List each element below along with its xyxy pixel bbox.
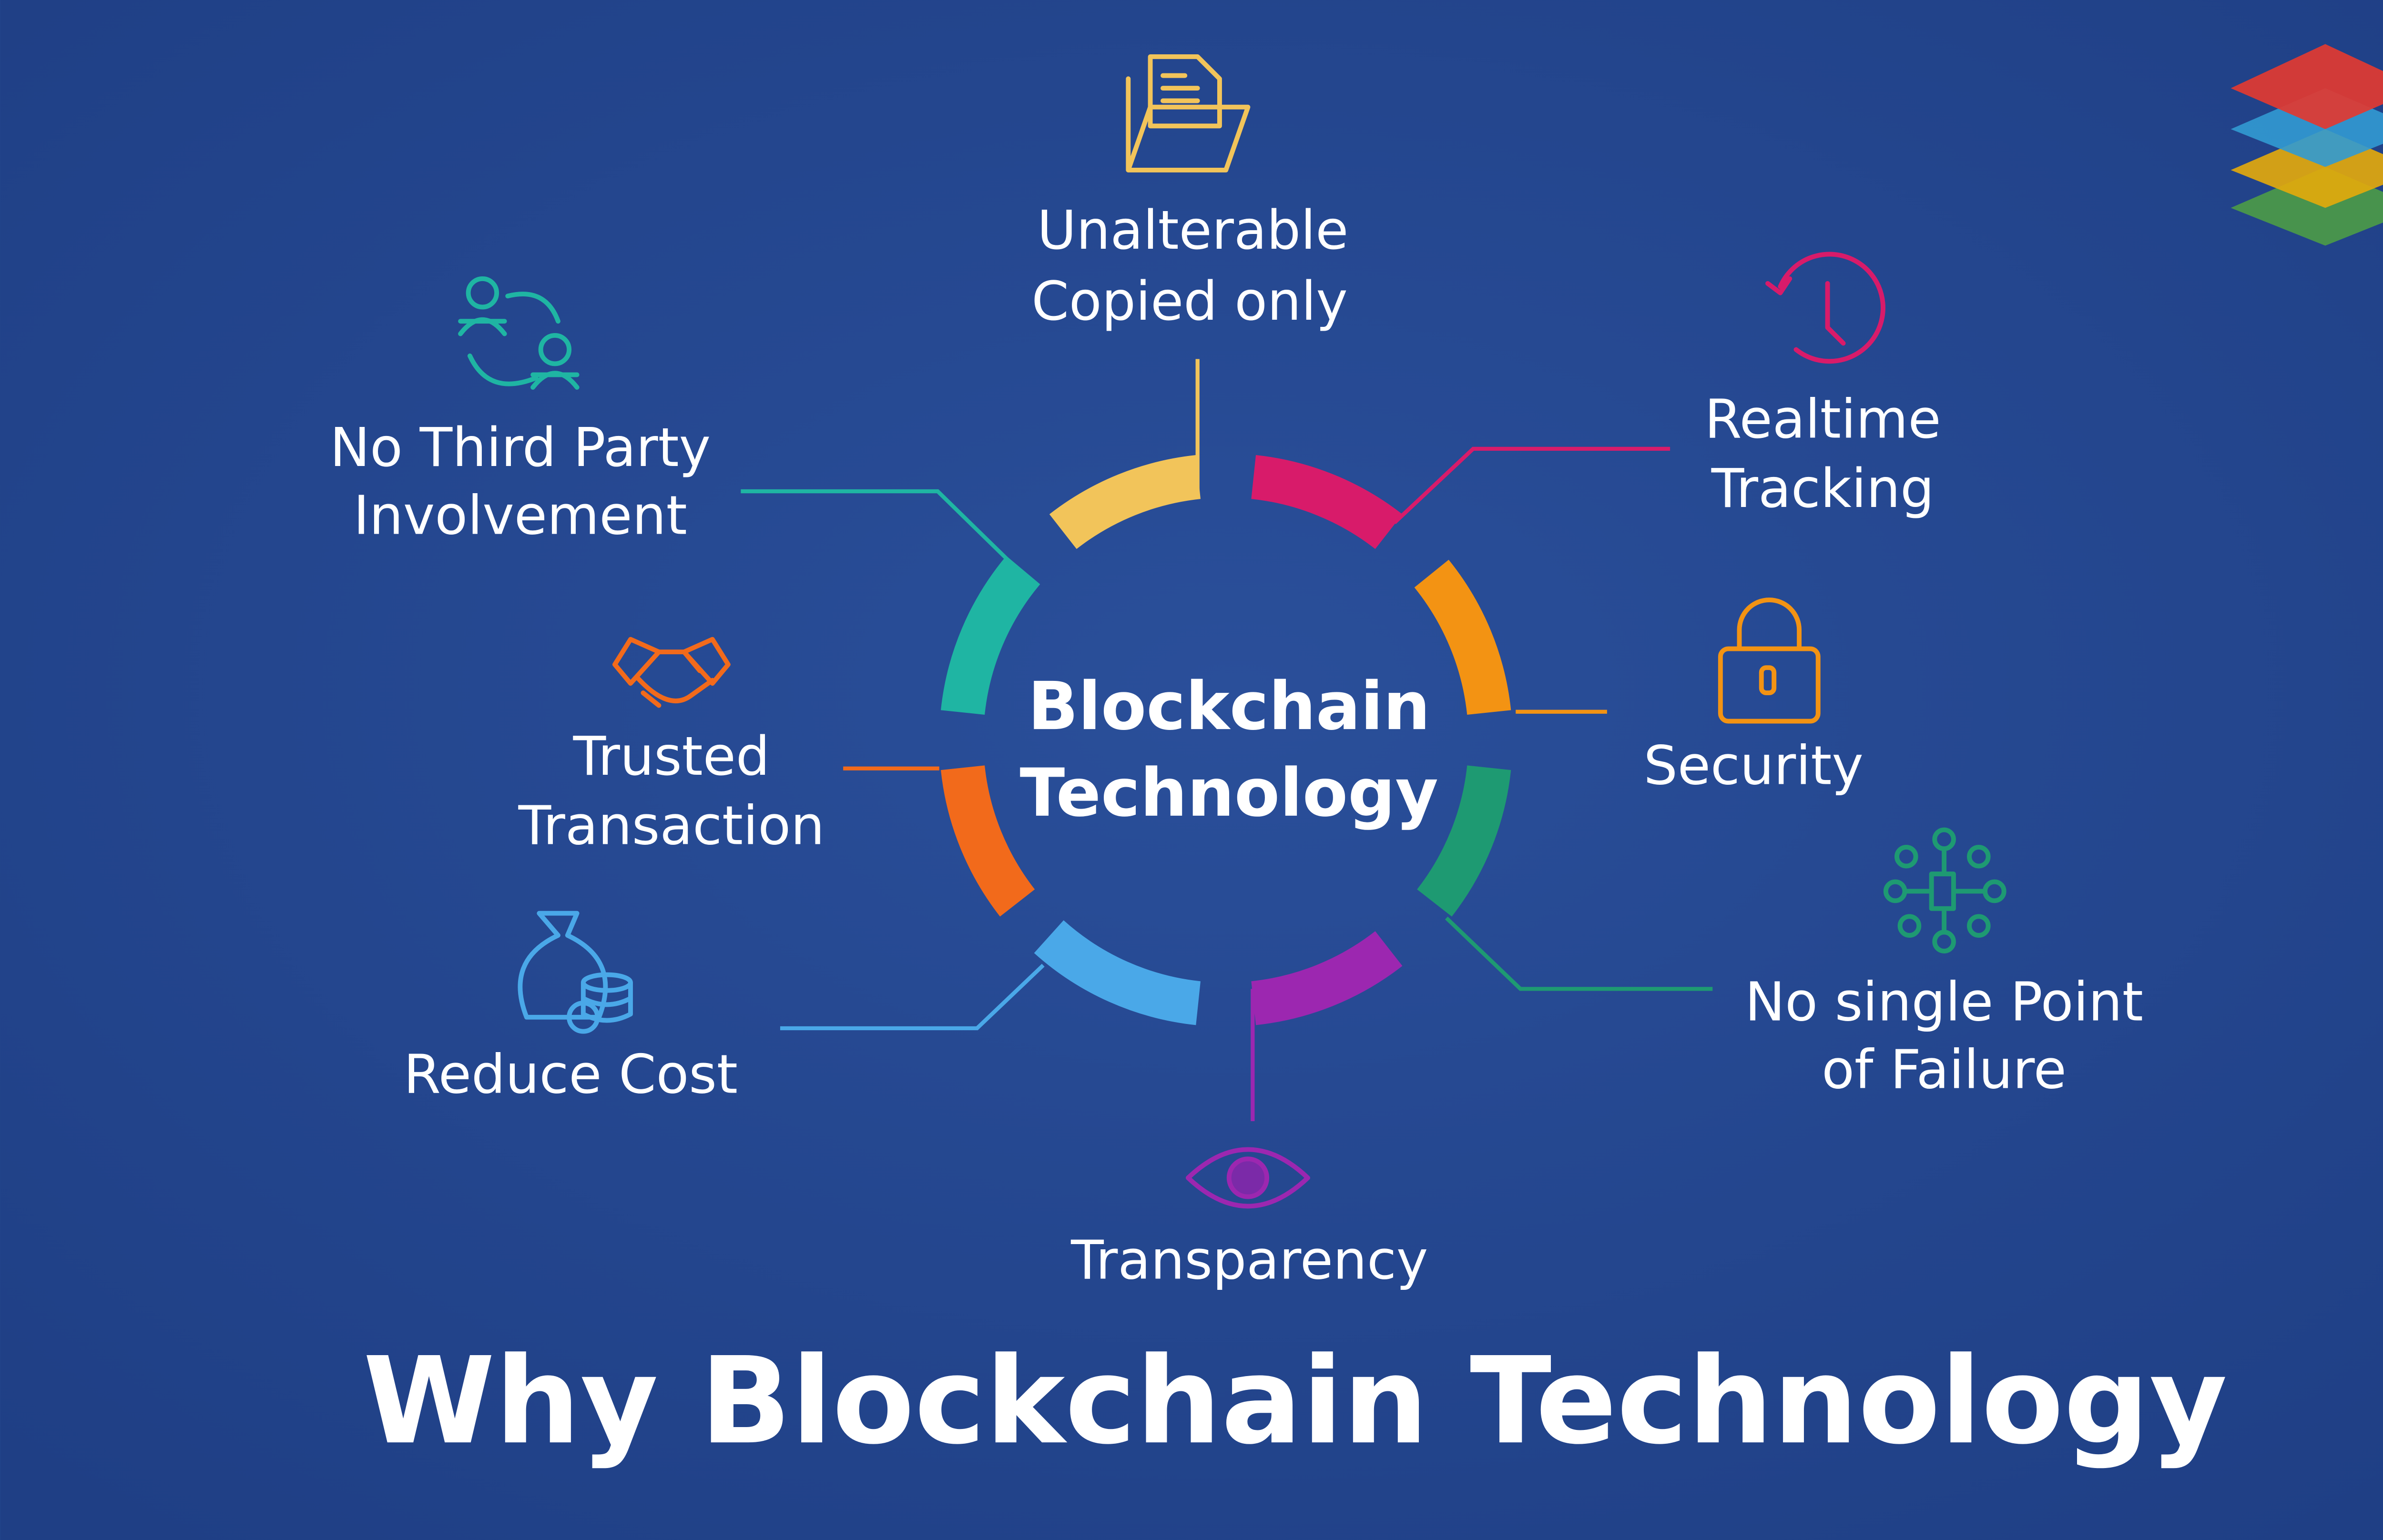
label-trusted: Trusted <box>573 726 770 788</box>
feature-transparency: Transparency <box>1070 1147 1428 1291</box>
label-security: Security <box>1644 735 1864 797</box>
label-transparency: Transparency <box>1070 1229 1428 1291</box>
label-transaction: Transaction <box>518 795 825 857</box>
arc-realtime-tracking <box>1251 455 1403 549</box>
network-nodes-icon <box>1883 827 2006 953</box>
feature-realtime-tracking: Realtime Tracking <box>1705 252 1941 520</box>
folder-documents-icon <box>1126 54 1251 172</box>
arc-unalterable <box>1049 455 1201 549</box>
arc-transparency <box>1251 931 1403 1025</box>
feature-reduce-cost: Reduce Cost <box>404 911 738 1105</box>
connector-no-third-party <box>741 489 1010 562</box>
ring <box>941 455 1511 1025</box>
clock-history-icon <box>1765 252 1885 364</box>
label-tracking: Tracking <box>1711 458 1935 520</box>
padlock-icon <box>1718 598 1821 724</box>
layers-logo-icon <box>2230 44 2383 246</box>
arc-trusted-transaction <box>941 765 1035 917</box>
feature-unalterable: Unalterable Copied only <box>1031 54 1348 333</box>
label-no-third-party: No Third Party <box>330 417 711 479</box>
label-realtime: Realtime <box>1705 389 1941 451</box>
handshake-icon <box>612 637 731 708</box>
label-involvement: Involvement <box>354 485 687 547</box>
page-title: Why Blockchain Technology <box>363 1332 2228 1471</box>
connector-no-single-point <box>1445 916 1713 991</box>
money-bag-coins-icon <box>518 911 633 1034</box>
label-reduce-cost: Reduce Cost <box>404 1044 738 1105</box>
people-exchange-icon <box>458 276 580 390</box>
center-title-line2: Technology <box>1020 754 1438 831</box>
eye-icon <box>1185 1147 1310 1209</box>
label-copied-only: Copied only <box>1031 271 1347 333</box>
label-unalterable: Unalterable <box>1037 200 1348 262</box>
feature-security: Security <box>1644 598 1864 797</box>
center-title-line1: Blockchain <box>1028 668 1430 745</box>
arc-security <box>1414 559 1511 715</box>
feature-no-third-party: No Third Party Involvement <box>330 276 711 547</box>
connector-reduce-cost <box>780 963 1045 1031</box>
arc-no-third-party <box>941 556 1040 715</box>
feature-no-single-point: No single Point of Failure <box>1745 827 2143 1101</box>
label-of-failure: of Failure <box>1822 1039 2067 1101</box>
arc-no-single-point <box>1416 765 1511 917</box>
feature-trusted-transaction: Trusted Transaction <box>518 637 825 857</box>
label-no-single-point: No single Point <box>1745 971 2143 1033</box>
connector-realtime <box>1393 446 1670 525</box>
connectors <box>741 359 1713 1121</box>
arc-reduce-cost <box>1034 920 1201 1025</box>
